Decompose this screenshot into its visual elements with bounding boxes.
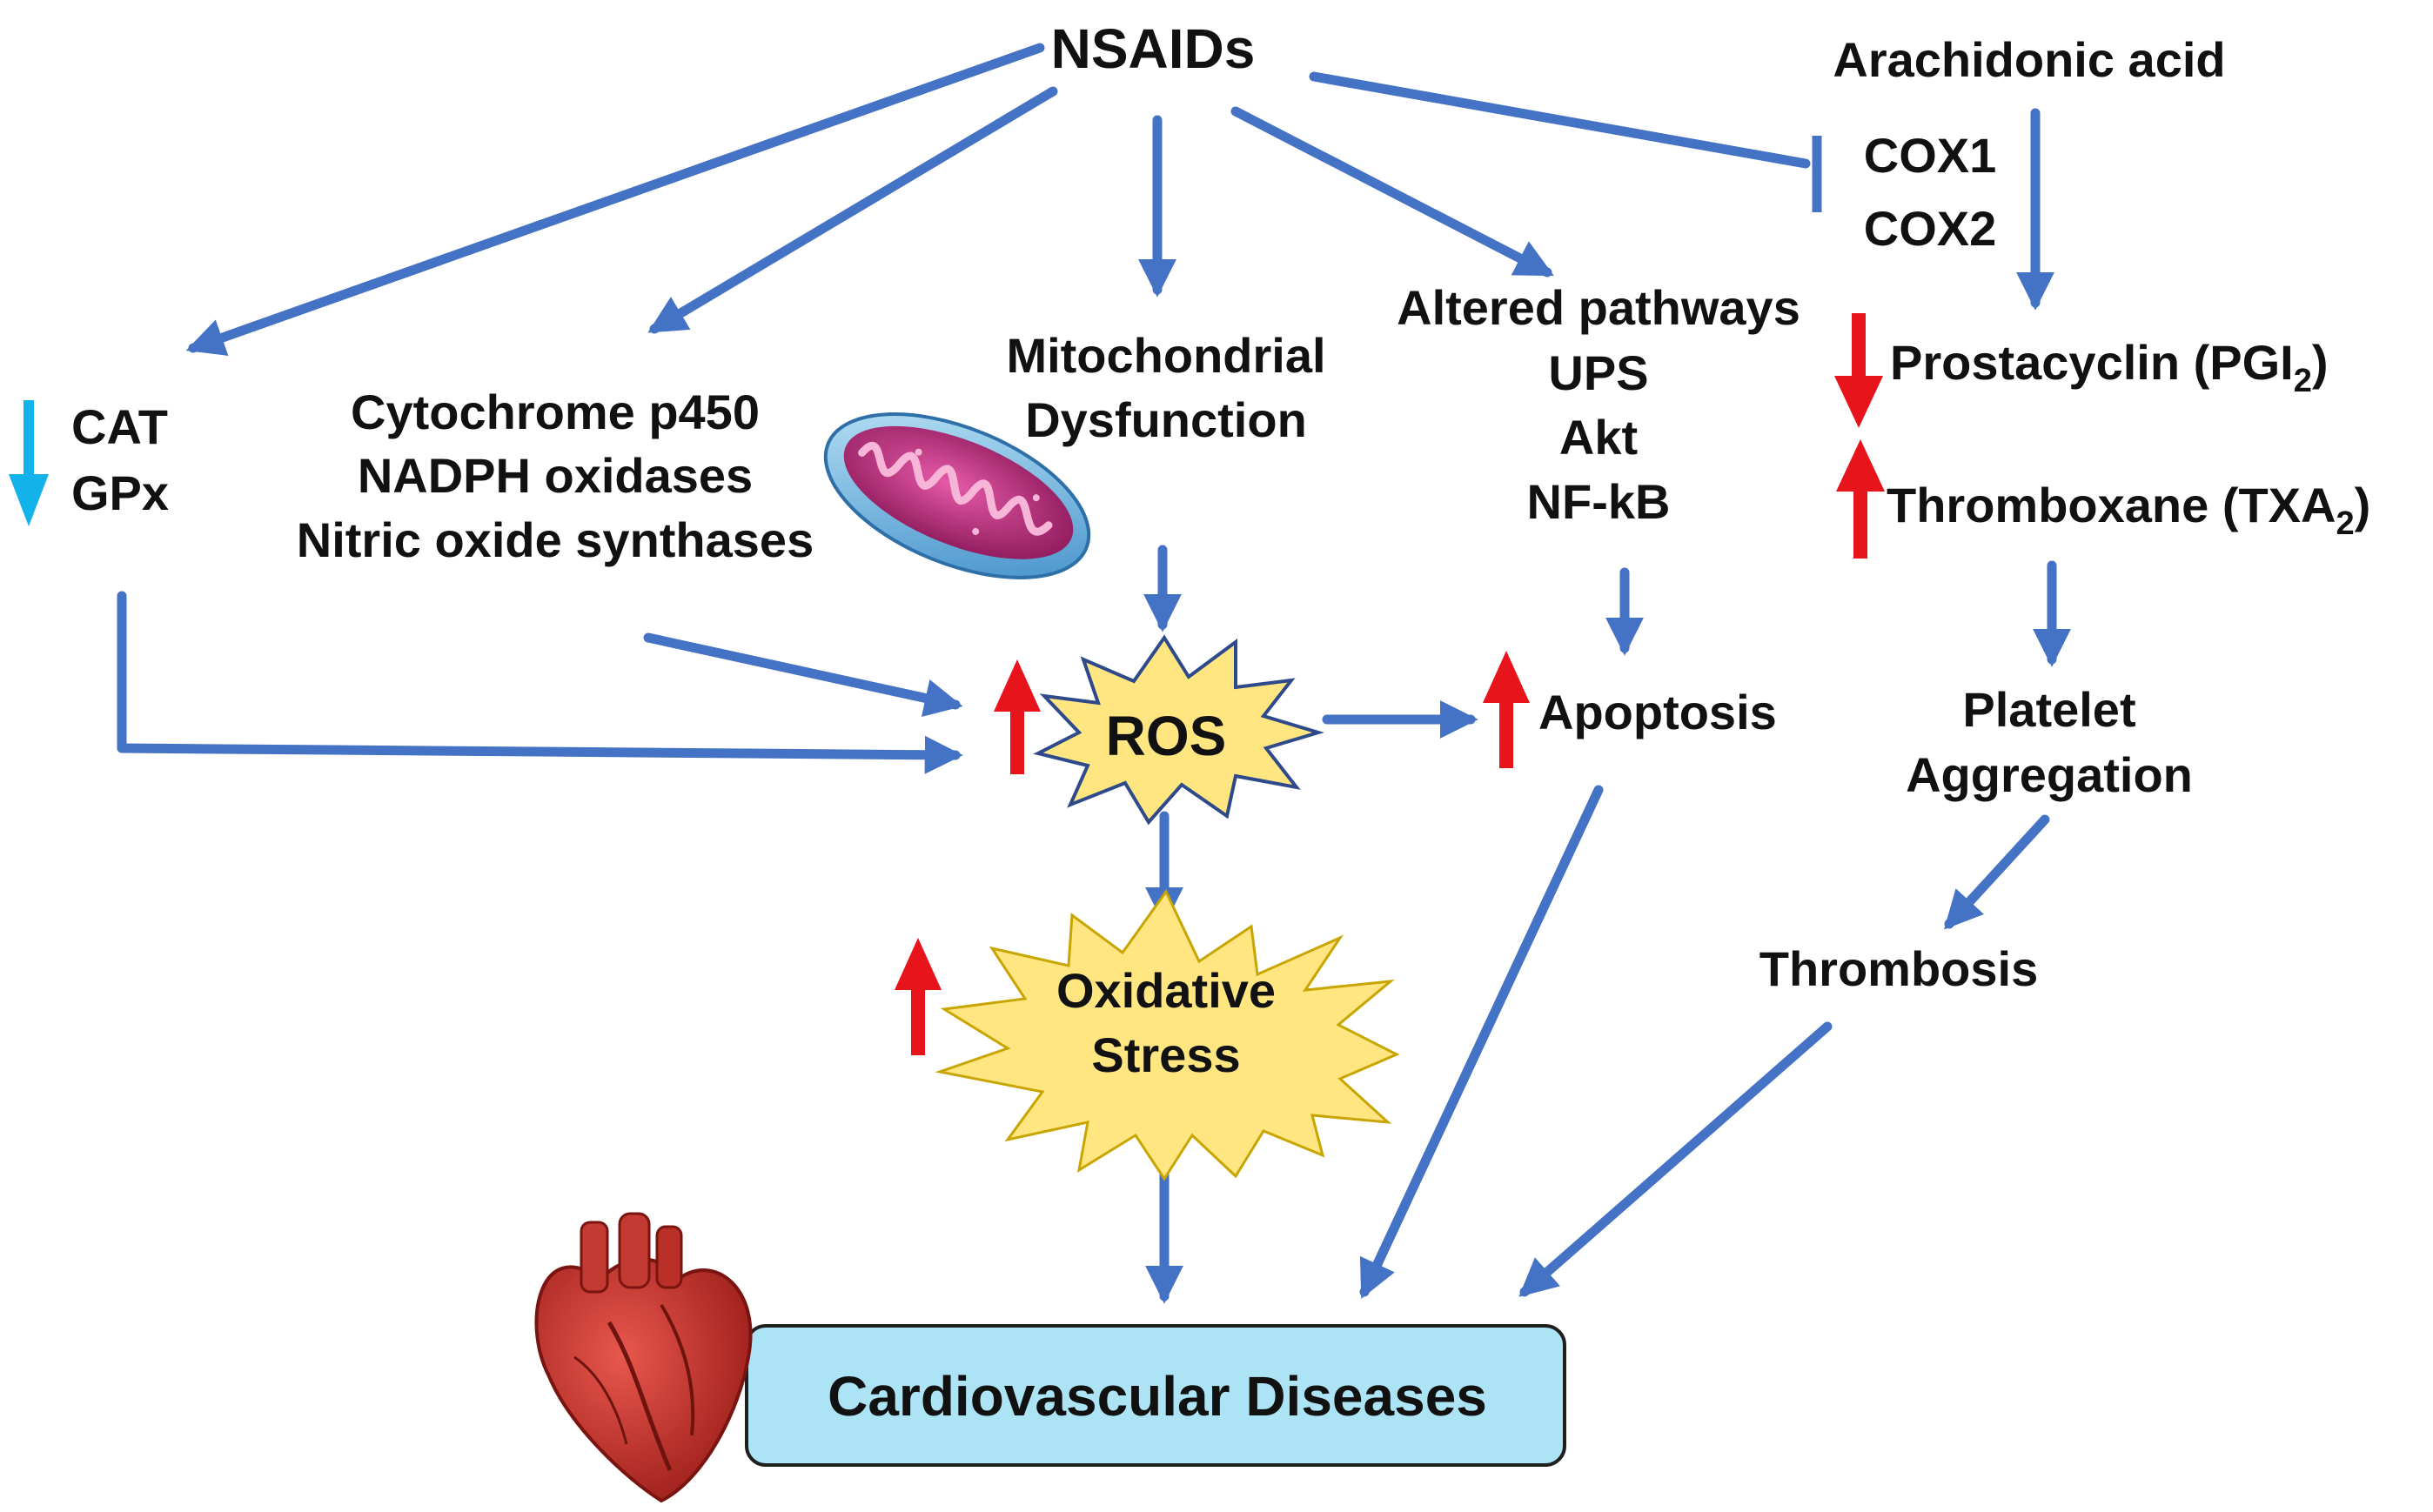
nsaids-label: NSAIDs [1051,17,1256,80]
thromboxane-label: Thromboxane (TXA2) [1887,478,2370,542]
mitochondrion-icon [823,412,1091,579]
ups-label: UPS [1548,345,1648,400]
aggregation-label: Aggregation [1906,747,2193,802]
prostacyclin-sub: 2 [2294,363,2312,399]
decrease-arrow-cat-gpx [9,400,49,526]
altered-pathways-label: Altered pathways [1397,280,1800,335]
increase-arrow-thromboxane [1836,439,1885,559]
apoptosis-label: Apoptosis [1538,685,1777,739]
cox2-label: COX2 [1864,201,1997,256]
akt-label: Akt [1559,410,1638,465]
thromboxane-sub: 2 [2336,505,2354,542]
stress-label: Stress [1091,1027,1240,1082]
cytochrome-label: Cytochrome p450 [351,385,760,439]
ros-burst [1033,634,1324,826]
arrow-nsaids-to-cytochrome [647,86,1058,334]
indicator-arrows [9,313,1885,1055]
decrease-arrow-prostacyclin [1834,313,1883,428]
gpx-label: GPx [71,465,169,520]
arrow-apoptosis-to-cvd [1359,785,1604,1299]
nadph-label: NADPH oxidases [358,448,753,503]
nfkb-label: NF-kB [1527,474,1671,529]
arrow-nsaids-to-cat [185,43,1045,356]
inhibit-nsaids-cox [1309,71,1811,169]
arrow-cytochrome-to-ros [643,632,963,717]
thrombosis-label: Thrombosis [1759,941,2038,996]
cat-label: CAT [71,399,168,454]
oxidative-label: Oxidative [1056,963,1276,1018]
thromboxane-end: ) [2355,478,2371,532]
increase-arrow-apoptosis [1483,651,1530,768]
prostacyclin-label: Prostacyclin (PGI2) [1890,335,2329,399]
cox1-label: COX1 [1864,128,1997,183]
thromboxane-main: Thromboxane (TXA [1887,478,2336,532]
cvd-box [745,1324,1566,1467]
platelet-label: Platelet [1962,682,2135,737]
prostacyclin-end: ) [2312,335,2329,390]
increase-arrow-oxidative [895,938,942,1055]
arrow-thrombosis-to-cvd [1518,1021,1833,1297]
arrow-cat-to-ros [117,591,963,774]
nos-label: Nitric oxide synthases [297,512,814,567]
arachidonic-acid-label: Arachidonic acid [1833,32,2225,87]
increase-arrow-ros [994,659,1041,774]
arrow-platelet-to-thrombosis [1944,814,2050,930]
ros-label: ROS [1106,705,1227,767]
dysfunction-label: Dysfunction [1025,392,1307,447]
prostacyclin-main: Prostacyclin (PGI [1890,335,2294,390]
flow-arrows [117,43,2071,1304]
heart-icon [534,1212,753,1503]
arrow-nsaids-to-altered-pathways [1230,106,1554,278]
cvd-label: Cardiovascular Diseases [828,1365,1487,1428]
mitochondrial-label: Mitochondrial [1006,328,1325,383]
oxidative-stress-burst [935,889,1400,1181]
